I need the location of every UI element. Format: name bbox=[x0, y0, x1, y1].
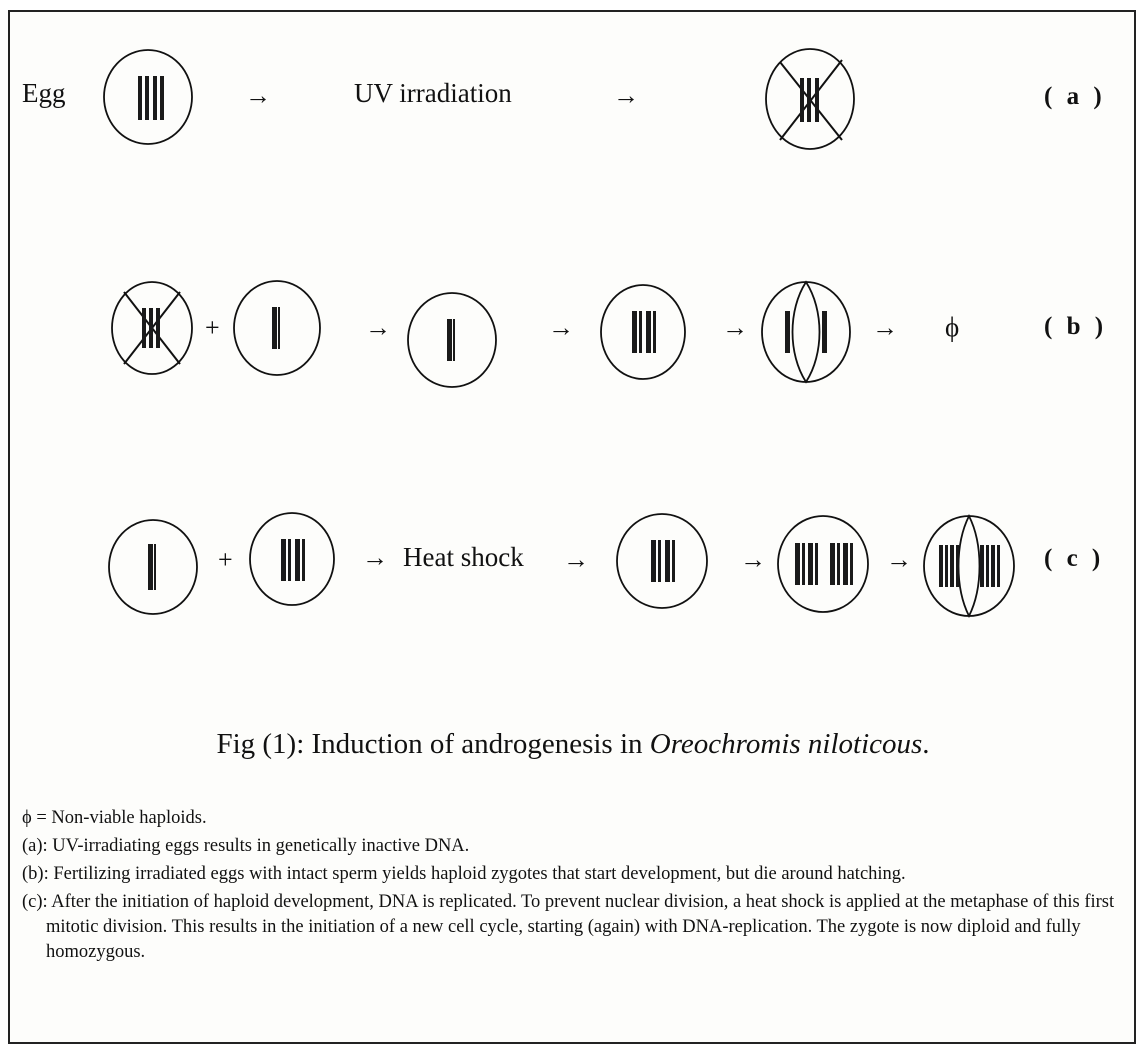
arrow-b3: → bbox=[722, 313, 748, 342]
note-a: (a): UV-irradiating eggs results in gene… bbox=[22, 836, 470, 856]
row-label-c: ( c ) bbox=[1044, 545, 1104, 572]
arrow-b4: → bbox=[872, 313, 898, 342]
non-viable-symbol: ϕ bbox=[945, 312, 959, 342]
figure-frame bbox=[8, 10, 1136, 1044]
caption-suffix: . bbox=[922, 728, 930, 760]
figure-notes: ϕ = Non-viable haploids. (a): UV-irradia… bbox=[22, 806, 1122, 968]
note-c: (c): After the initiation of haploid dev… bbox=[22, 892, 1115, 962]
note-symbol-legend: ϕ = Non-viable haploids. bbox=[22, 808, 207, 828]
replicated-sperm-cell bbox=[249, 512, 335, 606]
sperm-cell bbox=[233, 280, 321, 376]
plus-sign-c: + bbox=[218, 545, 233, 574]
figure-caption: Fig (1): Induction of androgenesis in Or… bbox=[0, 728, 1146, 761]
uv-irradiation-label: UV irradiation bbox=[354, 78, 512, 108]
arrow-c2: → bbox=[563, 545, 589, 574]
irradiated-egg-cell bbox=[111, 281, 193, 375]
arrow-c1: → bbox=[362, 543, 388, 572]
row-label-b: ( b ) bbox=[1044, 313, 1107, 340]
note-b: (b): Fertilizing irradiated eggs with in… bbox=[22, 864, 906, 884]
heat-shock-label: Heat shock bbox=[403, 542, 524, 572]
irradiated-egg-cell bbox=[765, 48, 855, 150]
androgenesis-diagram: Egg → UV irradiation → ( a ) + → → bbox=[22, 48, 1107, 619]
arrow-a2: → bbox=[613, 81, 639, 110]
haploid-zygote-cell bbox=[407, 292, 497, 388]
arrow-c3: → bbox=[740, 545, 766, 574]
replicated-diploid-cell bbox=[777, 515, 869, 613]
egg-label: Egg bbox=[22, 78, 66, 108]
dividing-diploid-cell bbox=[923, 513, 1015, 619]
arrow-c4: → bbox=[886, 545, 912, 574]
arrow-a1: → bbox=[245, 81, 271, 110]
replicated-haploid-cell bbox=[600, 284, 686, 380]
caption-species: Oreochromis niloticous bbox=[649, 728, 923, 760]
arrow-b2: → bbox=[548, 313, 574, 342]
caption-prefix: Fig (1): Induction of androgenesis in bbox=[216, 728, 650, 760]
arrow-b1: → bbox=[365, 313, 391, 342]
plus-sign-b: + bbox=[205, 313, 220, 342]
dividing-haploid-cell bbox=[761, 280, 851, 384]
row-label-a: ( a ) bbox=[1044, 83, 1106, 110]
diploid-zygote-cell bbox=[616, 513, 708, 609]
egg-cell bbox=[103, 49, 193, 145]
irradiated-egg-zygote-cell bbox=[108, 519, 198, 615]
